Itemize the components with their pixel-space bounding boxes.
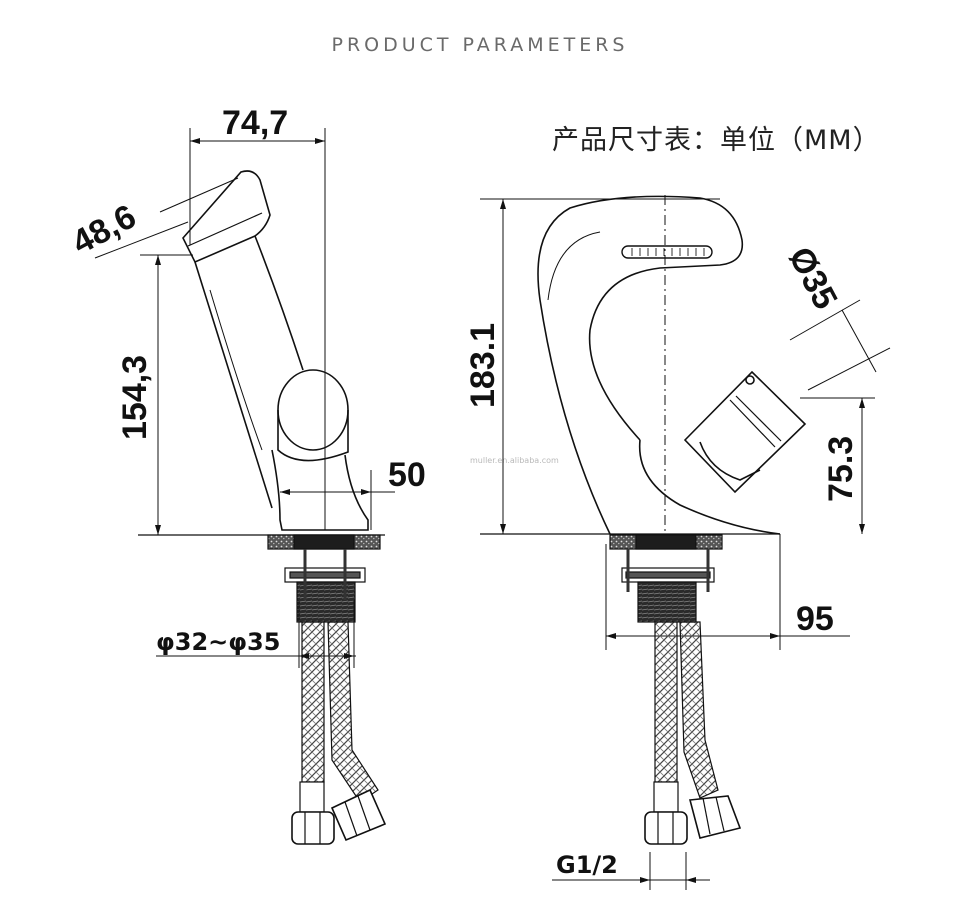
left-handle xyxy=(277,369,349,451)
label-spout-reach: 74,7 xyxy=(222,104,288,142)
label-spout-height: 154,3 xyxy=(116,355,154,440)
label-handle-height: 75.3 xyxy=(822,436,860,502)
right-handle xyxy=(683,370,807,494)
left-view xyxy=(94,128,395,536)
left-spout-head xyxy=(182,170,271,264)
left-mount xyxy=(267,534,387,845)
dim-thread xyxy=(552,852,710,890)
label-thread: G1/2 xyxy=(556,851,618,879)
right-mount xyxy=(609,534,742,845)
label-base-diameter: 95 xyxy=(796,600,834,638)
watermark: muller.en.alibaba.com xyxy=(470,456,559,465)
label-spout-width: 48,6 xyxy=(66,197,142,262)
unit-title: 产品尺寸表：单位（MM） xyxy=(552,125,881,156)
label-total-height: 183.1 xyxy=(464,323,502,408)
right-view xyxy=(480,195,891,650)
page-title: PRODUCT PARAMETERS xyxy=(331,34,629,56)
label-hole-diameter: φ32~φ35 xyxy=(156,628,280,656)
right-spout-body xyxy=(537,195,744,535)
dim-hole xyxy=(156,600,356,668)
label-body-width: 50 xyxy=(388,456,426,494)
label-handle-diameter: Ø35 xyxy=(781,241,845,316)
